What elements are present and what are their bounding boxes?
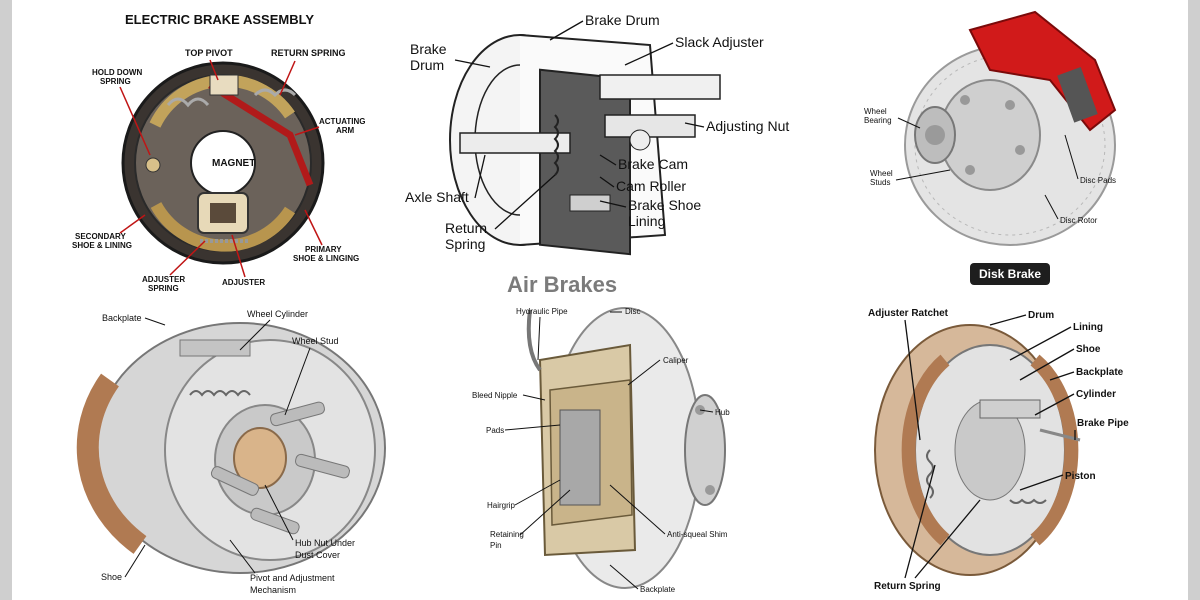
- electric-brake-title: ELECTRIC BRAKE ASSEMBLY: [125, 12, 314, 27]
- primary-shoe-label-2: SHOE & LINGING: [293, 254, 359, 263]
- brake-drum-left-label-2: Drum: [410, 57, 444, 73]
- air-backplate-label: Backplate: [640, 585, 676, 594]
- brake-drum-left-label-1: Brake: [410, 41, 447, 57]
- adjusting-nut-label: Adjusting Nut: [706, 118, 789, 134]
- top-pivot-label: TOP PIVOT: [185, 48, 233, 58]
- drum-brake-leaders: [454, 20, 705, 230]
- air-brakes-leaders: [504, 311, 714, 590]
- pads-label: Pads: [486, 426, 504, 435]
- drum-ratchet-drawing: [874, 324, 1081, 576]
- actuating-arm-label-2: ARM: [336, 126, 355, 135]
- hub-label: Hub: [715, 408, 730, 417]
- disk-brake-badge: Disk Brake: [970, 263, 1050, 285]
- disk-brake-drawing: [904, 10, 1117, 246]
- piston-label: Piston: [1065, 471, 1096, 482]
- drum-brake-drawing: [449, 34, 721, 256]
- hold-down-label-1: HOLD DOWN: [92, 68, 142, 77]
- anti-squeal-label: Anti-squeal Shim: [667, 530, 728, 539]
- drum-assembly-leaders: [124, 317, 311, 578]
- electric-brake-leaders: [119, 59, 323, 278]
- secondary-shoe-label-1: SECONDARY: [75, 232, 126, 241]
- drum-brake-panel: Brake Drum Brake Drum Slack Adjuster Adj…: [405, 12, 789, 256]
- wheel-stud-label: Wheel Stud: [292, 336, 339, 346]
- left-border: [0, 0, 12, 600]
- shoe-label: Shoe: [101, 572, 122, 582]
- brake-shoe-label-1: Brake Shoe: [628, 197, 701, 213]
- retaining-pin-label-2: Pin: [490, 541, 502, 550]
- caliper-label: Caliper: [663, 356, 689, 365]
- pivot-label-1: Pivot and Adjustment: [250, 573, 335, 583]
- drum-assembly-drawing: [76, 322, 386, 574]
- wheel-studs-label-2: Studs: [870, 178, 890, 187]
- air-brakes-title: Air Brakes: [507, 272, 618, 297]
- drum-ratchet-panel: Adjuster Ratchet Drum Lining Shoe Backpl…: [868, 308, 1129, 592]
- return-spring-label-1: Return: [445, 220, 487, 236]
- adjuster-ratchet-label: Adjuster Ratchet: [868, 308, 949, 319]
- electric-brake-panel: ELECTRIC BRAKE ASSEMBLY MAGNET TOP PIVOT…: [72, 12, 366, 293]
- disk-brake-panel: Wheel Bearing Wheel Studs Disc Pads Disc…: [864, 10, 1117, 246]
- drum-assembly-panel: Backplate Wheel Cylinder Wheel Stud Hub …: [76, 309, 386, 595]
- brake-cam-label: Brake Cam: [618, 156, 688, 172]
- cam-roller-label: Cam Roller: [616, 178, 686, 194]
- primary-shoe-label-1: PRIMARY: [305, 245, 342, 254]
- hydraulic-pipe-label: Hydraulic Pipe: [516, 307, 568, 316]
- air-brakes-drawing: [526, 307, 726, 589]
- return-spring-ratchet-label: Return Spring: [874, 581, 941, 592]
- return-spring-label-2: Spring: [445, 236, 485, 252]
- disc-pads-label: Disc Pads: [1080, 176, 1116, 185]
- air-brakes-panel: Hydraulic Pipe Disc Caliper Bleed Nipple…: [472, 307, 730, 594]
- secondary-shoe-label-2: SHOE & LINING: [72, 241, 132, 250]
- adjuster-label: ADJUSTER: [222, 278, 265, 287]
- adjuster-spring-label-1: ADJUSTER: [142, 275, 185, 284]
- brake-drum-top-label: Brake Drum: [585, 12, 660, 28]
- backplate-label: Backplate: [102, 313, 142, 323]
- slack-adjuster-label: Slack Adjuster: [675, 34, 764, 50]
- pivot-label-2: Mechanism: [250, 585, 296, 595]
- bleed-nipple-label: Bleed Nipple: [472, 391, 518, 400]
- drum-label: Drum: [1028, 310, 1054, 321]
- hairgrip-label: Hairgrip: [487, 501, 516, 510]
- wheel-studs-label-1: Wheel: [870, 169, 893, 178]
- disc-rotor-label: Disc Rotor: [1060, 216, 1098, 225]
- adjuster-spring-label-2: SPRING: [148, 284, 179, 293]
- hub-nut-label-1: Hub Nut Under: [295, 538, 355, 548]
- disc-label: Disc: [625, 307, 641, 316]
- right-border: [1188, 0, 1200, 600]
- wheel-cylinder-label: Wheel Cylinder: [247, 309, 308, 319]
- magnet-label: MAGNET: [212, 158, 255, 169]
- hold-down-label-2: SPRING: [100, 77, 131, 86]
- actuating-arm-label-1: ACTUATING: [319, 117, 366, 126]
- lining-label: Lining: [1073, 322, 1103, 333]
- wheel-bearing-label-1: Wheel: [864, 107, 887, 116]
- wheel-bearing-label-2: Bearing: [864, 116, 892, 125]
- backplate-ratchet-label: Backplate: [1076, 367, 1124, 378]
- disk-brake-leaders: [895, 117, 1079, 220]
- brake-pipe-label: Brake Pipe: [1077, 418, 1129, 429]
- hub-nut-label-2: Dust Cover: [295, 550, 340, 560]
- cylinder-label: Cylinder: [1076, 389, 1116, 400]
- axle-shaft-label: Axle Shaft: [405, 189, 469, 205]
- drum-ratchet-leaders: [904, 314, 1076, 579]
- shoe-ratchet-label: Shoe: [1076, 344, 1101, 355]
- brake-shoe-label-2: Lining: [628, 213, 665, 229]
- retaining-pin-label-1: Retaining: [490, 530, 524, 539]
- return-spring-label: RETURN SPRING: [271, 48, 346, 58]
- electric-brake-drawing: [121, 61, 325, 265]
